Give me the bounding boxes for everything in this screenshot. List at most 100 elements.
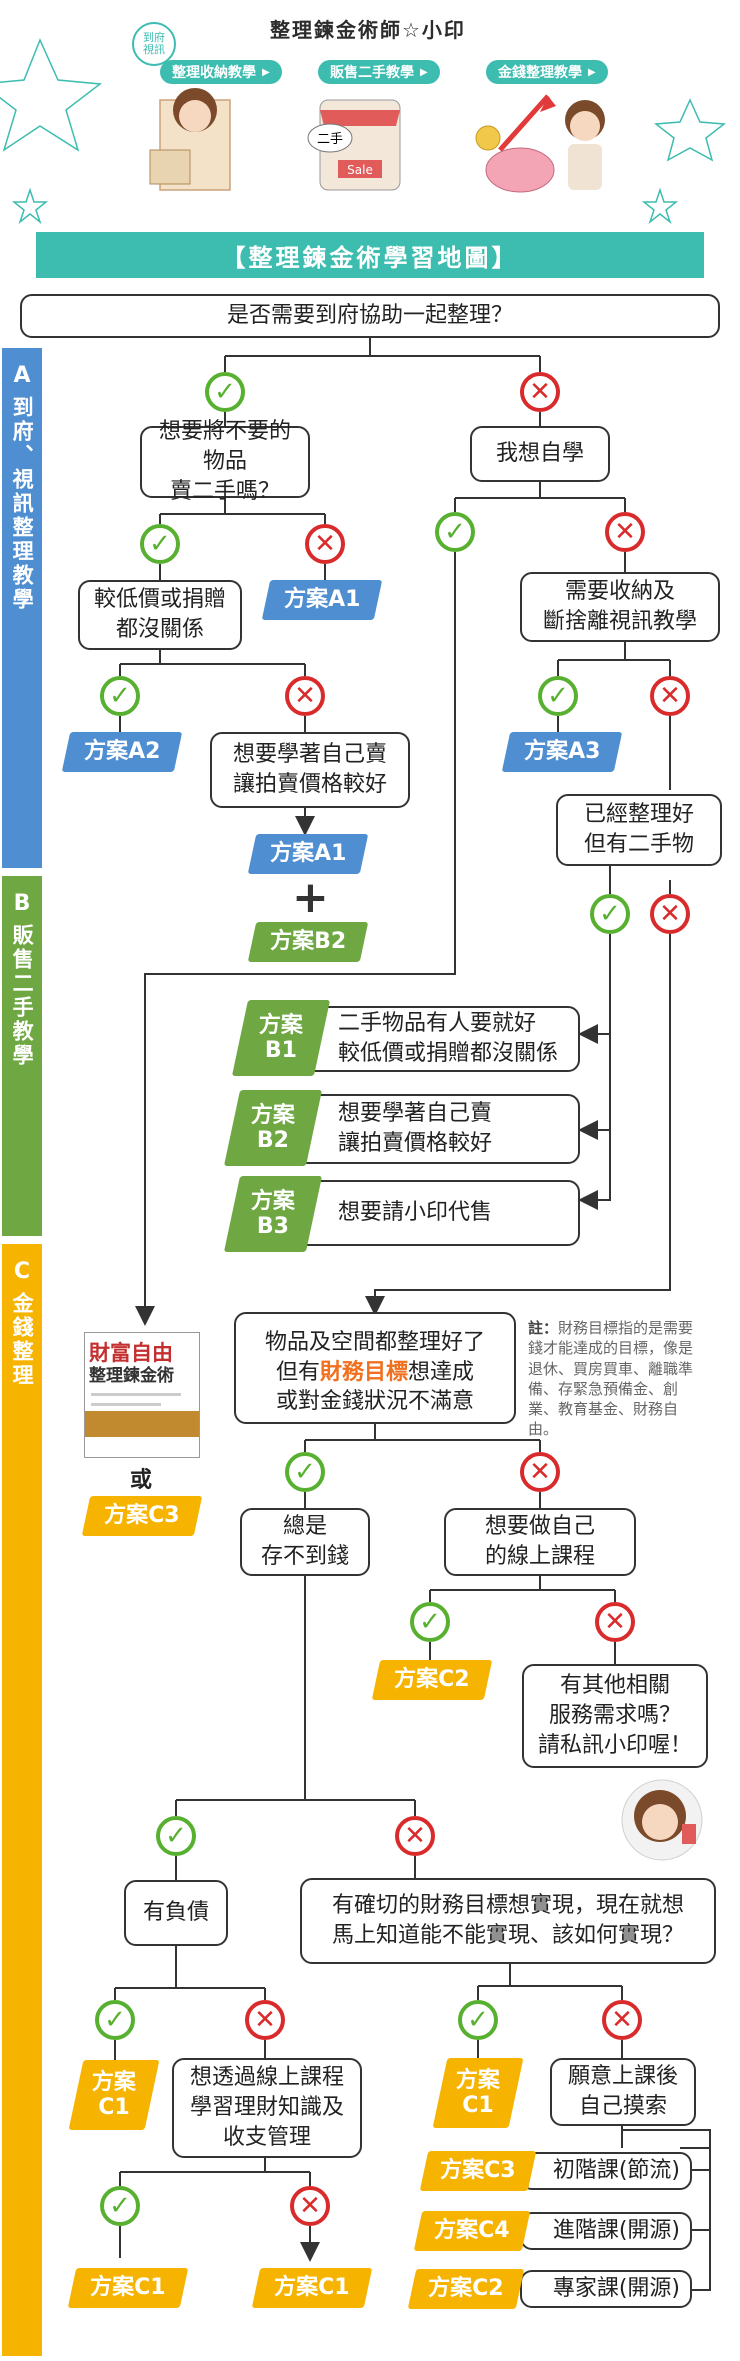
no-cross-icon: ✕	[605, 512, 645, 552]
tab-money[interactable]: 金錢整理教學	[486, 60, 608, 84]
book-cover-image: 財富自由 整理鍊金術	[84, 1332, 200, 1458]
self-learn: 我想自學	[470, 426, 610, 482]
connector	[224, 412, 541, 426]
plan-a3[interactable]: 方案A3	[501, 732, 623, 772]
q-low-price: 較低價或捐贈 都沒關係	[78, 580, 242, 650]
q-money-highlight: 財務目標	[319, 1359, 408, 1385]
course-basic[interactable]: 初階課(節流)	[520, 2152, 692, 2190]
connector	[365, 934, 671, 1316]
connector	[557, 640, 671, 676]
plan-c1-final-b[interactable]: 方案C1	[251, 2268, 373, 2308]
course-expert[interactable]: 專家課(開源)	[520, 2270, 692, 2308]
plan-c1-final-a[interactable]: 方案C1	[67, 2268, 189, 2308]
tab-organize[interactable]: 整理收納教學	[160, 60, 282, 84]
course-advanced[interactable]: 進階課(開源)	[520, 2212, 692, 2250]
section-a-bar: A 到府、視訊整理教學	[2, 348, 42, 868]
plan-b2[interactable]: 方案 B2	[223, 1090, 323, 1166]
plan-a2[interactable]: 方案A2	[61, 732, 183, 772]
plan-b2-combo[interactable]: 方案B2	[247, 922, 369, 962]
plan-c4-course[interactable]: 方案C4	[413, 2211, 531, 2251]
connector	[114, 2040, 266, 2060]
plus-sign: +	[292, 872, 329, 923]
connector	[224, 336, 541, 372]
connector	[119, 2156, 311, 2186]
secondhand-sign: 二手	[317, 132, 343, 147]
financial-goal-note: 註：財務目標指的是需要錢才能達成的目標，像是退休、買房買車、離職準備、存緊急預備…	[528, 1318, 706, 1440]
header-banner: Sale 二手 到府 視訊 整理鍊金術師☆小印 整理收納教學 販售二手教學 金錢…	[0, 0, 740, 232]
yes-check-icon: ✓	[140, 524, 180, 564]
no-cross-icon: ✕	[305, 524, 345, 564]
plan-c3-course[interactable]: 方案C3	[419, 2151, 537, 2191]
yes-check-icon: ✓	[95, 2000, 135, 2040]
plan-a1[interactable]: 方案A1	[261, 580, 383, 620]
plan-c2[interactable]: 方案C2	[371, 1660, 493, 1700]
yes-check-icon: ✓	[205, 372, 245, 412]
plan-c1-goal[interactable]: 方案 C1	[432, 2058, 524, 2128]
connector	[175, 1856, 416, 1880]
connector	[304, 1492, 541, 1508]
financial-goal-question: 有確切的財務目標想實現，現在就想 馬上知道能不能實現、該如何實現？	[300, 1878, 716, 1964]
connector	[159, 564, 326, 580]
speech-bubble-icon	[307, 123, 353, 153]
star-icon	[654, 98, 726, 162]
section-a-label: 到府、視訊整理教學	[10, 395, 35, 612]
connector	[621, 2116, 711, 2291]
service-badge: 到府 視訊	[132, 22, 176, 66]
no-cross-icon: ✕	[650, 676, 690, 716]
plan-b3[interactable]: 方案 B3	[223, 1176, 323, 1252]
header-title: 整理鍊金術師☆小印	[270, 18, 466, 42]
connector	[690, 2169, 710, 2231]
no-cross-icon: ✕	[520, 372, 560, 412]
section-c-label: 金錢整理	[10, 1291, 35, 1388]
no-cross-icon: ✕	[595, 1602, 635, 1642]
connector	[135, 552, 456, 1326]
connector	[119, 648, 306, 676]
connector	[114, 1946, 266, 2000]
connector	[557, 716, 671, 790]
section-c-bar: C 金錢整理	[2, 1244, 42, 2356]
sale-sign: Sale	[347, 163, 373, 177]
piggy-bank-icon	[485, 147, 555, 193]
star-icon	[11, 187, 49, 225]
section-a-letter: A	[13, 363, 31, 388]
no-cross-icon: ✕	[650, 894, 690, 934]
yes-check-icon: ✓	[410, 1602, 450, 1642]
note-label: 註：	[528, 1319, 559, 1337]
plan-a1-combo[interactable]: 方案A1	[247, 834, 369, 874]
connector	[119, 716, 306, 732]
yes-check-icon: ✓	[590, 894, 630, 934]
no-cross-icon: ✕	[245, 2000, 285, 2040]
connector	[454, 482, 626, 512]
yes-check-icon: ✓	[100, 2186, 140, 2226]
or-label: 或	[130, 1468, 153, 1493]
plan-c2-course[interactable]: 方案C2	[407, 2269, 525, 2309]
self-explore: 願意上課後 自己摸索	[550, 2058, 696, 2126]
q-sorted: 已經整理好 但有二手物	[556, 794, 722, 866]
plan-b1[interactable]: 方案 B1	[231, 1000, 331, 1076]
no-cross-icon: ✕	[290, 2186, 330, 2226]
map-title: 【整理鍊金術學習地圖】	[36, 232, 704, 278]
book-title-a: 財富自由	[89, 1341, 173, 1365]
tab-secondhand[interactable]: 販售二手教學	[318, 60, 440, 84]
yes-check-icon: ✓	[156, 1816, 196, 1856]
plan-c1-debt[interactable]: 方案 C1	[68, 2060, 160, 2130]
q-course: 想要做自己 的線上課程	[444, 1508, 636, 1576]
yes-check-icon: ✓	[458, 2000, 498, 2040]
plan-c3[interactable]: 方案C3	[81, 1496, 203, 1536]
coin-icon	[475, 125, 501, 151]
q-sell-self: 想要學著自己賣 讓拍賣價格較好	[210, 732, 410, 808]
connector	[429, 1576, 616, 1602]
no-cross-icon: ✕	[395, 1816, 435, 1856]
book-title-b: 整理鍊金術	[89, 1366, 174, 1386]
section-b-bar: B 販售二手教學	[2, 876, 42, 1236]
other-service[interactable]: 有其他相關 服務需求嗎？ 請私訊小印喔！	[522, 1664, 708, 1768]
avatar-illustration	[621, 1779, 703, 1861]
q-money-post: 想達成 或對金錢狀況不滿意	[275, 1359, 475, 1415]
yes-check-icon: ✓	[285, 1452, 325, 1492]
q-cant-save: 總是 存不到錢	[240, 1508, 370, 1576]
section-b-letter: B	[13, 891, 31, 916]
connector	[159, 496, 326, 524]
q-money: 物品及空間都整理好了 但有財務目標想達成 或對金錢狀況不滿意	[234, 1312, 516, 1424]
no-cross-icon: ✕	[602, 2000, 642, 2040]
